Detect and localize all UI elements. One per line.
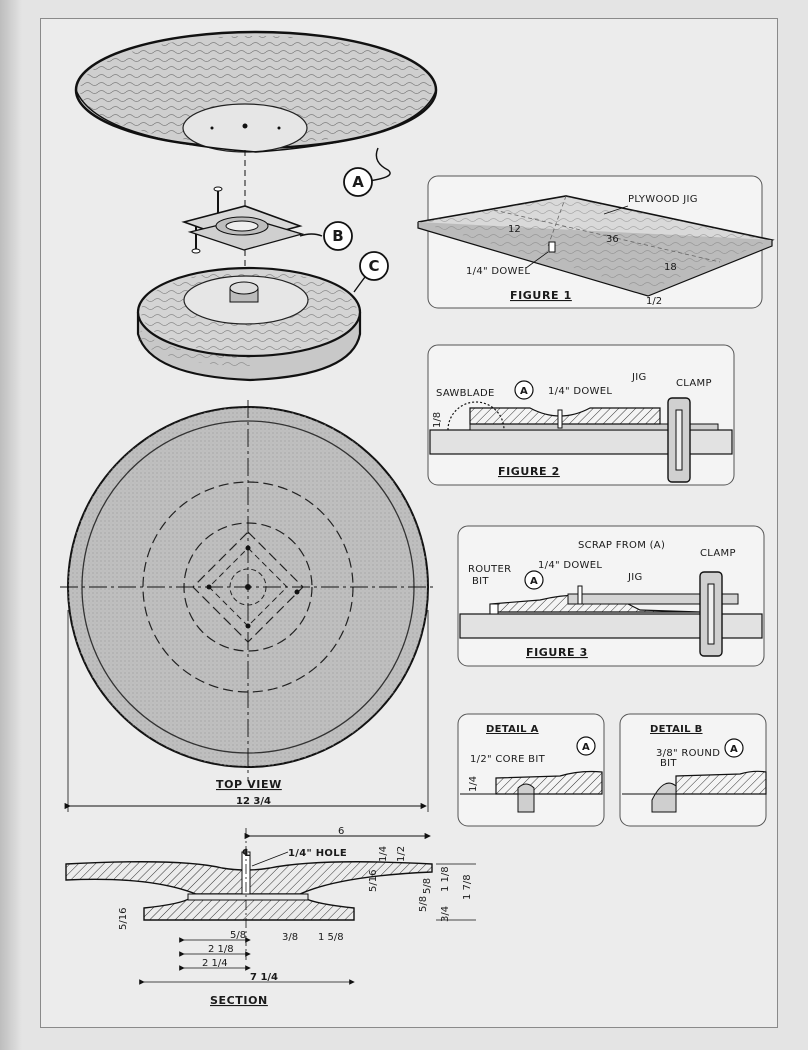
part-c-base [134, 266, 362, 382]
sawblade-icon [447, 401, 505, 431]
fig2-dowel-label: 1/4" DOWEL [548, 386, 612, 397]
leader-a [359, 147, 391, 183]
detail-a-dim: 1/4 [468, 776, 479, 792]
detail-a-panel: DETAIL A 1/2" CORE BIT A 1/4 [457, 713, 605, 827]
section-view: ℄ 1/4" HOLE 6 1/4 1/2 5/16 5/8 1 1/8 1 7… [65, 826, 476, 1007]
fig2-height-label: 1/8 [432, 412, 443, 428]
page-binding-shadow [0, 0, 22, 1050]
callout-a [343, 167, 373, 197]
detail-b-panel: DETAIL B 3/8" ROUND BIT A [619, 713, 767, 827]
fig2-part-label: A [520, 386, 528, 397]
top-view-caption: TOP VIEW [216, 778, 282, 791]
dim-b2: 2 1/8 [208, 944, 234, 955]
callout-c-label: C [368, 257, 379, 275]
dowel-pin-icon [548, 241, 556, 253]
detail-b-label-2: BIT [660, 758, 677, 769]
core-bit-icon [517, 783, 535, 813]
fig1-jig-label: PLYWOOD JIG [628, 194, 698, 205]
dim-r6: 3/4 [440, 906, 451, 922]
fig1-dim-18: 18 [664, 262, 677, 273]
fig1-caption: FIGURE 1 [510, 289, 572, 302]
exploded-view: A B [74, 30, 438, 382]
fig1-dim-36: 36 [606, 234, 619, 245]
dim-b3: 2 1/4 [202, 958, 228, 969]
fig1-dowel-label: 1/4" DOWEL [466, 266, 530, 277]
fig3-caption: FIGURE 3 [526, 646, 588, 659]
overall-diameter-dimension: 12 3/4 [64, 610, 429, 812]
section-centerline: ℄ [242, 848, 251, 859]
fig1-dim-half: 1/2 [646, 296, 662, 307]
callout-c [359, 251, 389, 281]
fig3-part-label: A [530, 576, 538, 587]
part-a-top-disc [74, 30, 438, 153]
fig3-dowel-label: 1/4" DOWEL [538, 560, 602, 571]
dim-top-1: 1/4 [378, 846, 389, 862]
fig3-router-label-2: BIT [472, 576, 489, 587]
top-view: TOP VIEW [60, 400, 436, 791]
detail-a-part: A [582, 742, 590, 753]
callout-b-label: B [332, 227, 343, 245]
section-caption: SECTION [210, 994, 268, 1007]
fig2-caption: FIGURE 2 [498, 465, 560, 478]
screw-icon [213, 186, 223, 214]
fig2-jig-label: JIG [631, 372, 647, 383]
dim-b4: 7 1/4 [250, 972, 278, 983]
callout-a-label: A [352, 173, 364, 191]
fig3-clamp-label: CLAMP [700, 548, 736, 559]
dim-b1: 5/8 [230, 930, 246, 941]
fig3-router-label-1: ROUTER [468, 564, 511, 575]
dim-top-2: 1/2 [396, 846, 407, 862]
detail-a-title: DETAIL A [486, 724, 539, 735]
dim-b5: 3/8 [282, 932, 298, 943]
figure-1-panel: PLYWOOD JIG 12 36 18 1/4" DOWEL 1/2 FIGU… [417, 175, 775, 309]
callout-b [323, 221, 353, 251]
detail-b-part: A [730, 744, 738, 755]
figure-3-panel: SCRAP FROM (A) CLAMP 1/4" DOWEL ROUTER B… [457, 525, 765, 667]
part-b-bearing [181, 205, 305, 251]
fig1-dim-12: 12 [508, 224, 521, 235]
dim-r2: 5/8 [422, 878, 433, 894]
router-bit-icon [489, 603, 499, 615]
fig3-jig-label: JIG [627, 572, 643, 583]
leader-b [299, 233, 323, 237]
dim-left: 5/16 [118, 908, 129, 930]
dim-r4: 1 7/8 [462, 874, 473, 900]
fig2-sawblade-label: SAWBLADE [436, 388, 495, 399]
section-hole-label: 1/4" HOLE [288, 848, 347, 859]
fig2-clamp-label: CLAMP [676, 378, 712, 389]
dim-6: 6 [338, 826, 344, 837]
dim-b6: 1 5/8 [318, 932, 344, 943]
dim-r5: 5/8 [418, 896, 429, 912]
dim-overall: 12 3/4 [236, 796, 271, 807]
dim-r1: 5/16 [368, 870, 379, 892]
fig3-scrap-label: SCRAP FROM (A) [578, 540, 665, 551]
detail-a-label: 1/2" CORE BIT [470, 754, 546, 765]
figure-2-panel: SAWBLADE A 1/4" DOWEL JIG CLAMP 1/8 FIGU… [427, 344, 735, 486]
detail-b-title: DETAIL B [650, 724, 703, 735]
round-bit-icon [651, 782, 677, 813]
detail-b-label-1: 3/8" ROUND [656, 748, 720, 759]
dim-r3: 1 1/8 [440, 866, 451, 892]
